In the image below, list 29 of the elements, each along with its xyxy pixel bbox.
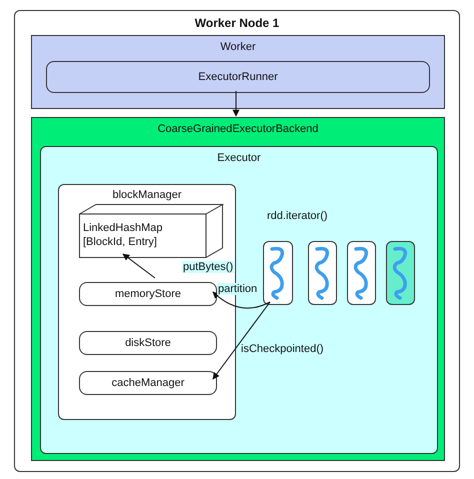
node-label: memoryStore	[114, 288, 182, 300]
cube-shape	[79, 204, 223, 258]
node-label: CoarseGrainedExecutorBackend	[156, 123, 320, 135]
edge-label: isCheckpointed()	[240, 343, 325, 355]
process-box	[79, 282, 217, 306]
node-label: LinkedHashMap [BlockId, Entry]	[83, 221, 164, 249]
edge-label: partition	[217, 283, 258, 295]
process-box	[79, 371, 217, 395]
edge-label: putBytes()	[182, 261, 234, 273]
node-label: blockManager	[111, 189, 183, 201]
arrow	[232, 90, 240, 117]
text-label: rdd.iterator()	[266, 210, 329, 222]
partition-box	[263, 241, 293, 305]
arrow	[212, 292, 270, 309]
node-label: diskStore	[124, 337, 172, 349]
node-label: cacheManager	[110, 377, 186, 389]
partition-box	[308, 241, 337, 305]
container-box	[14, 10, 460, 472]
process-box	[46, 61, 430, 93]
node-label: Executor	[216, 152, 262, 164]
node-label: ExecutorRunner	[197, 71, 279, 83]
partition-box	[347, 241, 376, 305]
container-heading: Worker Node 1	[194, 16, 280, 30]
node-label: Worker	[219, 41, 257, 53]
arrow	[122, 254, 156, 278]
partition-box	[386, 241, 415, 305]
container-box	[31, 35, 445, 109]
process-box	[79, 331, 217, 355]
arrow	[212, 302, 270, 380]
